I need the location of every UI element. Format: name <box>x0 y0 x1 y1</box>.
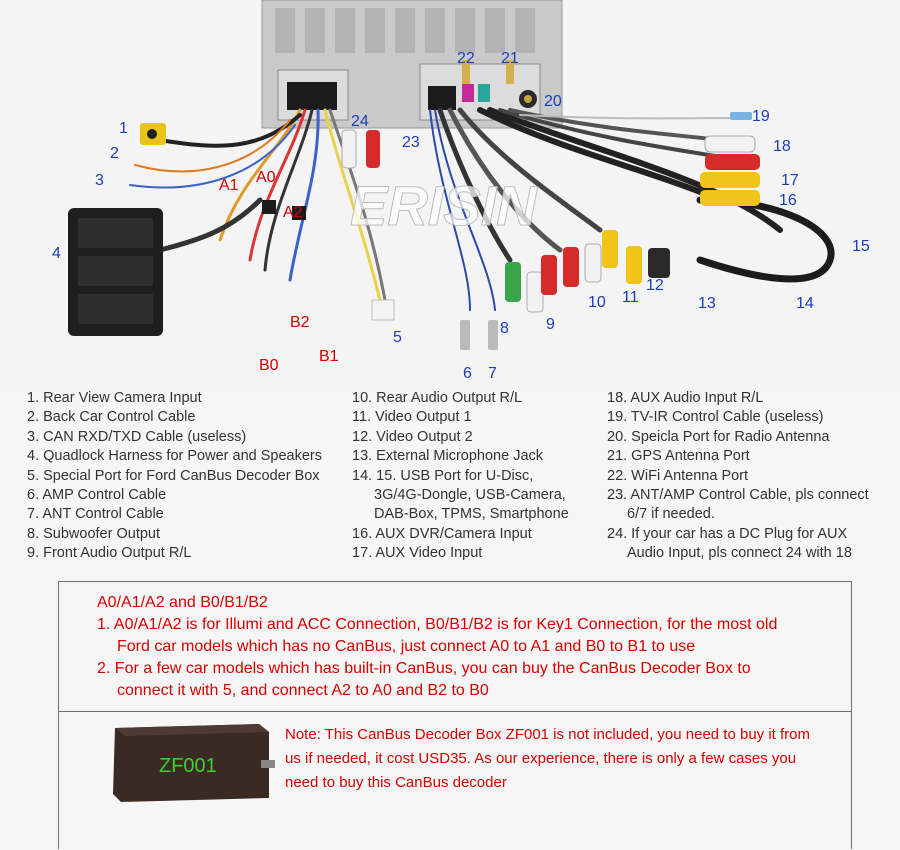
callout-a1: A1 <box>219 177 239 194</box>
legend-item-14-15-cont-2: DAB-Box, TPMS, Smartphone <box>374 506 569 523</box>
legend-item-8: 8. Subwoofer Output <box>27 525 160 542</box>
legend-item-22: 22. WiFi Antenna Port <box>607 467 749 484</box>
legend-column-2: 10. Rear Audio Output R/L 11. Video Outp… <box>352 389 569 564</box>
brand-watermark: ERISIN <box>350 174 538 237</box>
note-line-2a: 2. For a few car models which has built-… <box>97 660 751 677</box>
decoder-box-label: ZF001 <box>159 755 217 777</box>
callout-19: 19 <box>752 108 770 125</box>
decoder-box-illustration: ZF001 <box>113 724 275 802</box>
callout-b2: B2 <box>290 314 310 331</box>
decoder-note-line-3: need to buy this CanBus decoder <box>285 774 507 791</box>
callout-21: 21 <box>501 50 519 67</box>
callout-6: 6 <box>463 365 472 382</box>
note-heading: A0/A1/A2 and B0/B1/B2 <box>97 594 268 611</box>
legend-item-16: 16. AUX DVR/Camera Input <box>352 525 532 542</box>
legend-item-20: 20. Speicla Port for Radio Antenna <box>607 428 830 445</box>
callout-3: 3 <box>95 172 104 189</box>
callout-b0: B0 <box>259 357 279 374</box>
callout-2: 2 <box>110 145 119 162</box>
legend-column-1: 1. Rear View Camera Input 2. Back Car Co… <box>27 389 322 564</box>
legend-item-14-15-cont-1: 3G/4G-Dongle, USB-Camera, <box>374 487 566 504</box>
legend-item-18: 18. AUX Audio Input R/L <box>607 390 764 406</box>
callout-11: 11 <box>622 289 639 306</box>
note-divider <box>59 711 851 712</box>
connection-notes: A0/A1/A2 and B0/B1/B2 1. A0/A1/A2 is for… <box>97 592 777 702</box>
callout-13: 13 <box>698 295 716 312</box>
wiring-harness-diagram: ERISIN 1 2 3 4 5 6 7 8 9 10 11 12 13 14 … <box>0 0 900 385</box>
legend-item-6: 6. AMP Control Cable <box>27 487 167 504</box>
callout-12: 12 <box>646 277 664 294</box>
legend-item-21: 21. GPS Antenna Port <box>607 448 750 465</box>
callout-a2: A2 <box>283 204 303 221</box>
legend-item-5: 5. Special Port for Ford CanBus Decoder … <box>27 467 320 484</box>
callout-16: 16 <box>779 192 797 209</box>
legend-item-14-15: 14. 15. USB Port for U-Disc, <box>352 467 534 484</box>
legend-item-3: 3. CAN RXD/TXD Cable (useless) <box>27 428 247 445</box>
note-box: A0/A1/A2 and B0/B1/B2 1. A0/A1/A2 is for… <box>58 581 852 849</box>
decoder-note-line-2: us if needed, it cost USD35. As our expe… <box>285 750 797 767</box>
callout-20: 20 <box>544 93 562 110</box>
legend-item-7: 7. ANT Control Cable <box>27 506 164 523</box>
callout-14: 14 <box>796 295 814 312</box>
legend-item-23: 23. ANT/AMP Control Cable, pls connect <box>607 487 869 504</box>
callout-b1: B1 <box>319 348 339 365</box>
legend-item-24-cont: Audio Input, pls connect 24 with 18 <box>627 545 852 562</box>
callout-a0: A0 <box>256 169 276 186</box>
legend-item-12: 12. Video Output 2 <box>352 428 473 445</box>
callout-17: 17 <box>781 172 799 189</box>
callout-24: 24 <box>351 113 369 130</box>
legend-item-2: 2. Back Car Control Cable <box>27 409 196 426</box>
callout-5: 5 <box>393 329 402 346</box>
callout-23: 23 <box>402 134 420 151</box>
legend-item-10: 10. Rear Audio Output R/L <box>352 390 523 406</box>
legend-item-11: 11. Video Output 1 <box>352 409 472 426</box>
callout-4: 4 <box>52 245 61 262</box>
rca-connectors <box>262 112 760 350</box>
note-line-1a: 1. A0/A1/A2 is for Illumi and ACC Connec… <box>97 616 778 633</box>
legend-item-24: 24. If your car has a DC Plug for AUX <box>607 525 848 542</box>
callout-1: 1 <box>119 120 128 137</box>
wire-bundle <box>129 107 835 311</box>
legend-item-17: 17. AUX Video Input <box>352 545 483 562</box>
legend-item-23-cont: 6/7 if needed. <box>627 506 715 523</box>
quadlock-harness <box>68 208 163 336</box>
canbus-decoder-box-image: ZF001 <box>109 720 279 804</box>
legend-item-13: 13. External Microphone Jack <box>352 448 544 465</box>
legend-item-4: 4. Quadlock Harness for Power and Speake… <box>27 448 322 465</box>
decoder-note: Note: This CanBus Decoder Box ZF001 is n… <box>285 723 810 795</box>
harness-illustration: ERISIN 1 2 3 4 5 6 7 8 9 10 11 12 13 14 … <box>52 0 870 382</box>
callout-8: 8 <box>500 320 509 337</box>
decoder-note-line-1: Note: This CanBus Decoder Box ZF001 is n… <box>285 726 810 743</box>
callout-7: 7 <box>488 365 497 382</box>
note-line-1b: Ford car models which has no CanBus, jus… <box>117 638 696 655</box>
legend-item-1: 1. Rear View Camera Input <box>27 390 202 406</box>
callout-15: 15 <box>852 238 870 255</box>
callout-10: 10 <box>588 294 606 311</box>
legend-item-19: 19. TV-IR Control Cable (useless) <box>607 409 824 426</box>
callout-22: 22 <box>457 50 475 67</box>
callout-9: 9 <box>546 316 555 333</box>
legend-column-3: 18. AUX Audio Input R/L 19. TV-IR Contro… <box>607 389 869 564</box>
legend-item-9: 9. Front Audio Output R/L <box>27 545 192 562</box>
rear-camera-connector <box>140 123 166 145</box>
callout-18: 18 <box>773 138 791 155</box>
note-line-2b: connect it with 5, and connect A2 to A0 … <box>117 682 489 699</box>
